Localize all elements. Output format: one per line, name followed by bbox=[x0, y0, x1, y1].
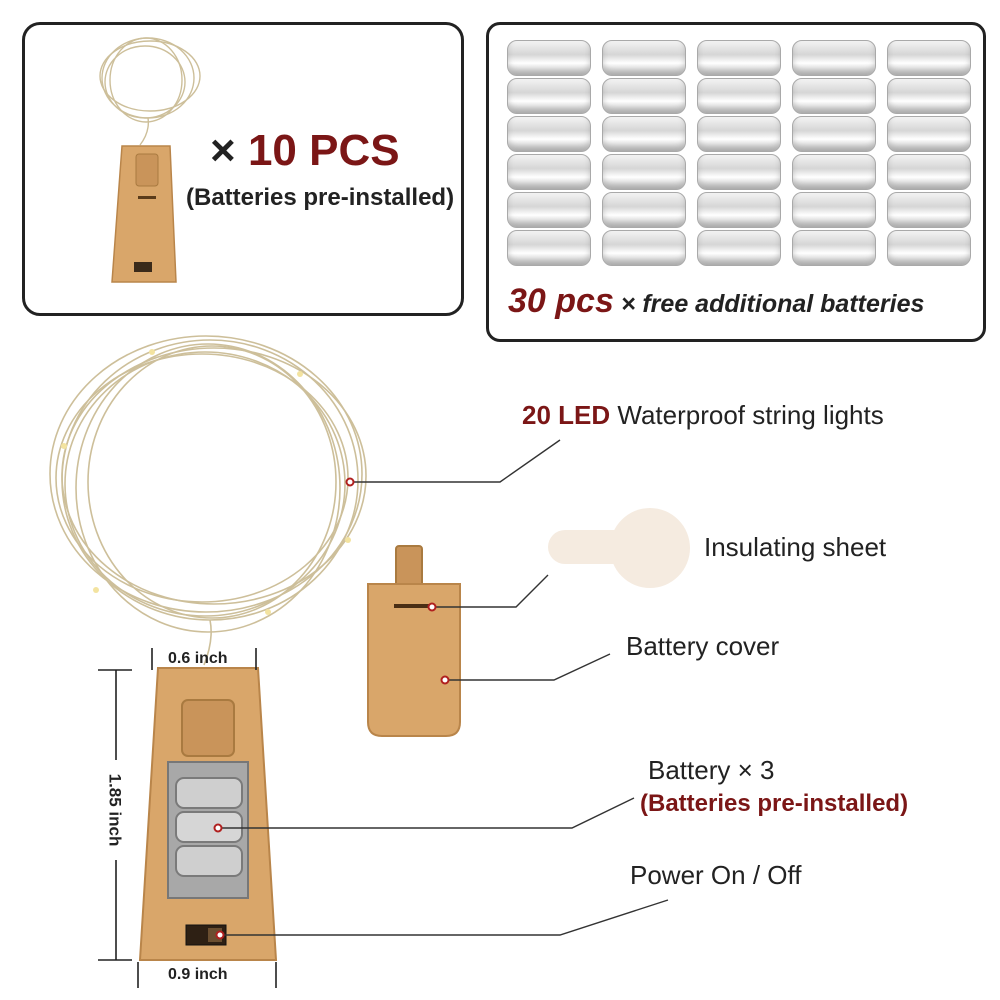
battery-stack bbox=[175, 777, 243, 877]
insulating-sheet-label: Insulating sheet bbox=[704, 532, 887, 562]
coin-battery-icon bbox=[792, 192, 876, 228]
coin-battery-icon bbox=[697, 78, 781, 114]
coin-battery-icon bbox=[887, 230, 971, 266]
power-label: Power On / Off bbox=[630, 860, 802, 890]
coin-battery-icon bbox=[602, 154, 686, 190]
battery-column bbox=[507, 40, 591, 268]
battery-grid bbox=[507, 40, 971, 268]
multiplier-sign: × bbox=[210, 126, 236, 175]
coin-battery-icon bbox=[887, 78, 971, 114]
coin-battery-icon bbox=[792, 78, 876, 114]
battery-column bbox=[602, 40, 686, 268]
extra-batteries-text: × free additional batteries bbox=[620, 290, 925, 318]
package-quantity: × 10 PCS bbox=[210, 126, 400, 176]
battery-label: Battery × 3 bbox=[648, 755, 775, 785]
coin-battery-icon bbox=[697, 40, 781, 76]
coin-battery-icon bbox=[697, 116, 781, 152]
lights-label: 20 LED Waterproof string lights bbox=[522, 400, 884, 431]
coin-battery-icon bbox=[507, 78, 591, 114]
coin-battery-icon bbox=[697, 192, 781, 228]
battery-cover-label: Battery cover bbox=[626, 631, 780, 661]
quantity-value: 10 PCS bbox=[247, 126, 400, 175]
neck-width-label: 0.6 inch bbox=[168, 650, 228, 667]
lights-text: Waterproof string lights bbox=[610, 400, 884, 430]
battery-column bbox=[697, 40, 781, 268]
coin-battery-icon bbox=[792, 154, 876, 190]
coin-battery-icon bbox=[602, 40, 686, 76]
insulating-sheet-illustration bbox=[548, 508, 690, 588]
small-cork-light bbox=[111, 145, 177, 283]
leader-dots bbox=[213, 477, 450, 940]
small-wire-coil bbox=[99, 37, 201, 146]
led-dots bbox=[61, 349, 351, 615]
string-lights-coil bbox=[49, 335, 367, 666]
coin-battery-icon bbox=[507, 230, 591, 266]
coin-battery-icon bbox=[792, 230, 876, 266]
extra-batteries-caption: 30 pcs × free additional batteries bbox=[508, 282, 924, 321]
coin-battery-icon bbox=[887, 40, 971, 76]
coin-battery-icon bbox=[792, 116, 876, 152]
coin-battery-icon bbox=[887, 192, 971, 228]
coin-battery-icon bbox=[697, 230, 781, 266]
led-count: 20 LED bbox=[522, 400, 611, 430]
coin-battery-icon bbox=[602, 116, 686, 152]
coin-battery-icon bbox=[507, 116, 591, 152]
package-note: (Batteries pre-installed) bbox=[186, 184, 455, 211]
coin-battery-icon bbox=[602, 78, 686, 114]
extra-batteries-count: 30 pcs bbox=[508, 282, 614, 320]
coin-battery-icon bbox=[507, 154, 591, 190]
package-card bbox=[22, 22, 464, 316]
battery-column bbox=[792, 40, 876, 268]
coin-battery-icon bbox=[887, 154, 971, 190]
coin-battery-icon bbox=[697, 154, 781, 190]
coin-battery-icon bbox=[602, 192, 686, 228]
coin-battery-icon bbox=[507, 40, 591, 76]
dimension-lines bbox=[98, 648, 277, 988]
leader-lines bbox=[218, 439, 669, 936]
battery-note: (Batteries pre-installed) bbox=[640, 790, 909, 817]
coin-battery-icon bbox=[507, 192, 591, 228]
coin-battery-icon bbox=[887, 116, 971, 152]
battery-cover-illustration bbox=[367, 545, 461, 737]
base-width-label: 0.9 inch bbox=[168, 966, 228, 983]
coin-battery-icon bbox=[602, 230, 686, 266]
height-label: 1.85 inch bbox=[105, 773, 125, 847]
coin-battery-icon bbox=[792, 40, 876, 76]
battery-column bbox=[887, 40, 971, 268]
